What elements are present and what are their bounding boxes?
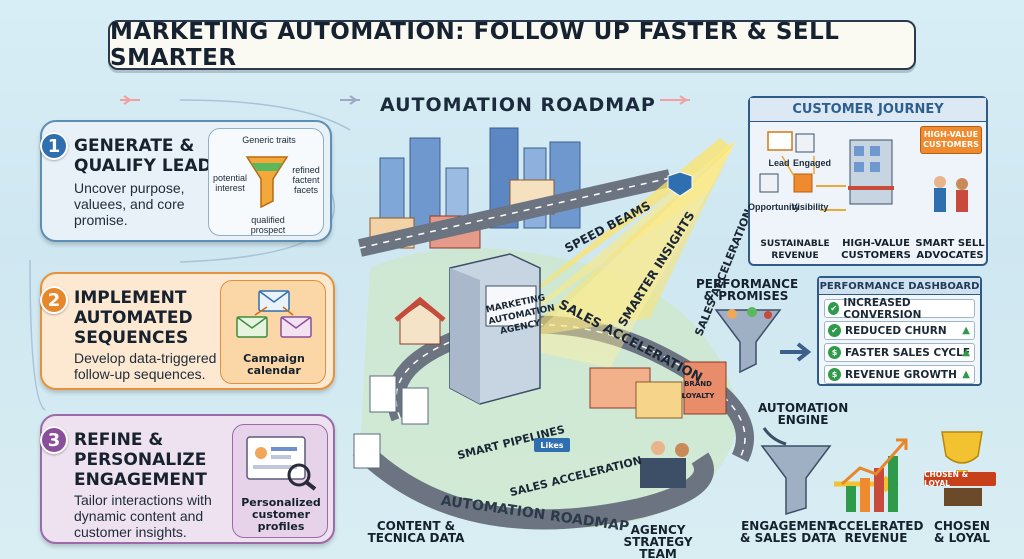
performance-promises-label: PERFORMANCE & PROMISES xyxy=(696,277,799,303)
campaign-calendar-label: Campaign calendar xyxy=(243,352,305,377)
chosen-loyal-label: CHOSEN & LOYAL xyxy=(933,519,991,545)
step-2-heading: IMPLEMENT AUTOMATED SEQUENCES xyxy=(74,288,193,348)
journey-label-sustainable: SUSTAINABLE REVENUE xyxy=(760,239,830,261)
profiles-panel: Personalized customer profiles xyxy=(232,424,328,538)
check-icon: ✔ xyxy=(828,324,841,337)
content-data-label: CONTENT & TECNICA DATA xyxy=(367,519,465,545)
dashboard-row: $ FASTER SALES CYCLE ▲ xyxy=(824,343,975,362)
engagement-sales-label: ENGAGEMENT & SALES DATA xyxy=(739,519,837,545)
customer-journey-panel: CUSTOMER JOURNEY Lead Engaged Opportunit… xyxy=(748,96,988,266)
lead-funnel-panel: Generic traits potential interest refine… xyxy=(208,128,324,236)
dashboard-item-conversion: INCREASED CONVERSION xyxy=(843,296,922,321)
step-3-card: 3 REFINE & PERSONALIZE ENGAGEMENT Tailor… xyxy=(40,414,335,544)
dashboard-row: ✔ REDUCED CHURN ▲ xyxy=(824,321,975,340)
engine-revenue-graphic xyxy=(760,427,983,516)
step-1-card: 1 GENERATE & QUALIFY LEADS Uncover purpo… xyxy=(40,120,332,242)
check-icon: ✔ xyxy=(828,302,840,315)
up-arrow-icon: ▲ xyxy=(962,325,970,336)
check-icon: $ xyxy=(828,368,841,381)
up-arrow-icon: ▲ xyxy=(962,347,970,358)
funnel-label-generic: Generic traits xyxy=(242,135,296,145)
trophy-banner: CHOSEN & LOYAL xyxy=(924,470,996,488)
funnel-label-refined: refined factent facets xyxy=(292,165,320,195)
profile-magnifier-icon xyxy=(246,436,317,491)
performance-funnel-icon xyxy=(714,307,812,374)
journey-stage-opportunity: Opportunity xyxy=(748,202,800,212)
profiles-label: Personalized customer profiles xyxy=(241,496,321,533)
step-1-heading: GENERATE & QUALIFY LEADS xyxy=(74,136,224,176)
step-3-heading: REFINE & PERSONALIZE ENGAGEMENT xyxy=(74,430,207,490)
journey-stage-engaged: Engaged xyxy=(792,158,831,168)
step-3-description: Tailor interactions with dynamic content… xyxy=(74,492,212,540)
performance-dashboard: PERFORMANCE DASHBOARD ✔ INCREASED CONVER… xyxy=(817,276,982,386)
journey-label-advocates: SMART SELL ADVOCATES xyxy=(915,238,985,261)
campaign-calendar-panel: Campaign calendar xyxy=(220,280,326,384)
up-arrow-icon: ▲ xyxy=(962,369,970,380)
journey-stage-visibility: Visibility xyxy=(791,202,829,212)
customer-journey-title: CUSTOMER JOURNEY xyxy=(750,98,986,122)
likes-badge: Likes xyxy=(534,438,570,452)
roadmap-title: AUTOMATION ROADMAP xyxy=(380,94,656,116)
journey-stage-lead: Lead xyxy=(768,158,790,168)
brand-loyalty-sign: BRAND LOYALTY xyxy=(681,380,715,400)
step-1-number: 1 xyxy=(40,132,68,160)
funnel-label-potential: potential interest xyxy=(212,173,248,193)
dashboard-row: ✔ INCREASED CONVERSION xyxy=(824,296,975,321)
funnel-label-qualified: qualified prospect xyxy=(250,215,286,235)
strategy-team-label: AGENCY STRATEGY TEAM xyxy=(623,523,693,559)
dashboard-row: $ REVENUE GROWTH ▲ xyxy=(824,365,975,384)
page-title: MARKETING AUTOMATION: FOLLOW UP FASTER &… xyxy=(108,19,916,71)
dashboard-item-revenue: REVENUE GROWTH xyxy=(845,368,957,381)
step-1-description: Uncover purpose, valuees, and core promi… xyxy=(74,180,185,228)
step-2-card: 2 IMPLEMENT AUTOMATED SEQUENCES Develop … xyxy=(40,272,335,390)
check-icon: $ xyxy=(828,346,841,359)
city-illustration xyxy=(352,127,754,530)
journey-diagram xyxy=(759,131,968,212)
automation-engine-label: AUTOMATION ENGINE xyxy=(758,401,849,427)
step-2-description: Develop data-triggered follow-up sequenc… xyxy=(74,350,217,382)
step-2-number: 2 xyxy=(40,286,68,314)
journey-label-high-value: HIGH-VALUE CUSTOMERS xyxy=(841,238,911,261)
high-value-customers-tag: HIGH-VALUE CUSTOMERS xyxy=(920,126,982,154)
dashboard-item-churn: REDUCED CHURN xyxy=(845,324,947,337)
dashboard-item-sales-cycle: FASTER SALES CYCLE xyxy=(845,346,971,359)
email-envelopes-icon xyxy=(236,290,312,338)
step-3-number: 3 xyxy=(40,426,68,454)
dashboard-title: PERFORMANCE DASHBOARD xyxy=(819,278,980,295)
funnel-icon xyxy=(245,156,289,209)
accelerated-revenue-label: ACCELERATED REVENUE xyxy=(828,519,924,545)
